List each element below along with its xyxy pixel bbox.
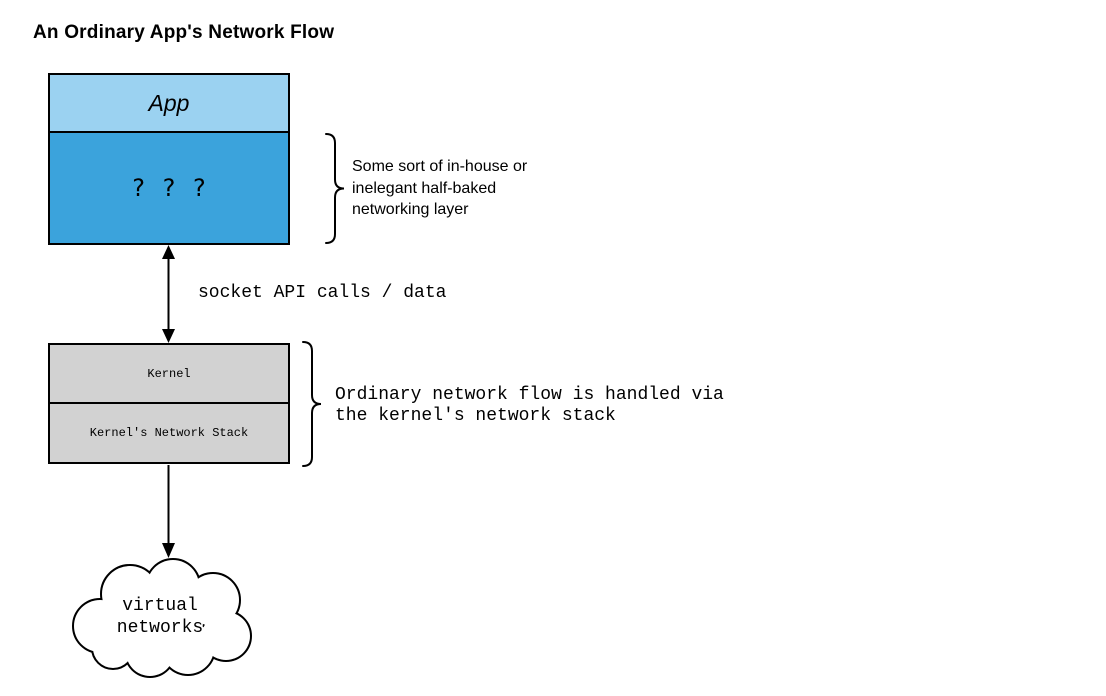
socket-arrow-label: socket API calls / data [198, 283, 447, 303]
virtual-networks-cloud [72, 558, 252, 678]
cloud-label: virtual networks [68, 595, 252, 639]
app-brace [325, 133, 345, 244]
kernel-brace-note: Ordinary network flow is handled via the… [335, 385, 724, 426]
cloud-label-line: virtual [122, 596, 198, 616]
kernel-brace-note-line: the kernel's network stack [335, 405, 616, 426]
app-brace-note-line: networking layer [352, 201, 469, 218]
app-label: App [148, 89, 190, 116]
unknown-layer-label: ? ? ? [132, 174, 206, 202]
diagram-title: An Ordinary App's Network Flow [33, 22, 335, 43]
kernel-brace [302, 341, 322, 467]
cloud-arrow [162, 465, 175, 558]
kernel-network-stack-section: Kernel's Network Stack [50, 404, 288, 462]
kernel-box: Kernel Kernel's Network Stack [48, 343, 290, 464]
app-brace-note: Some sort of in-house or inelegant half-… [352, 156, 527, 221]
app-section: App [50, 75, 288, 133]
kernel-network-stack-label: Kernel's Network Stack [89, 426, 249, 440]
app-brace-note-line: inelegant half-baked [352, 179, 497, 197]
unknown-networking-layer-section: ? ? ? [50, 133, 288, 243]
cloud-label-line: networks [116, 618, 204, 638]
kernel-section: Kernel [50, 345, 288, 404]
socket-arrow [162, 245, 175, 343]
kernel-brace-note-line: Ordinary network flow is handled via [335, 385, 724, 405]
app-brace-note-line: Some sort of in-house or [352, 158, 528, 175]
app-box: App ? ? ? [48, 73, 290, 245]
kernel-label: Kernel [147, 366, 191, 381]
